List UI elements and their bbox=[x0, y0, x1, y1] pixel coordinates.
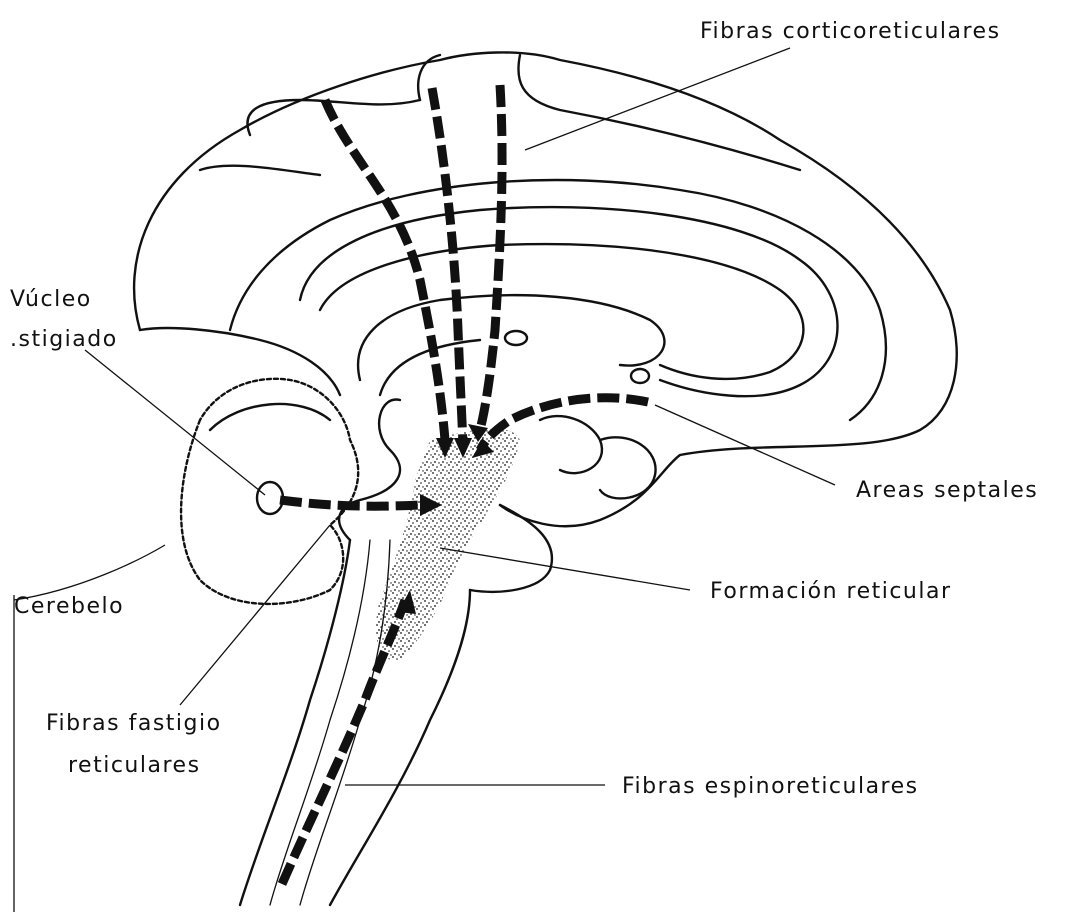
label-fastigioreticular-2: reticulares bbox=[68, 753, 201, 778]
label-spinoreticular: Fibras espinoreticulares bbox=[622, 774, 919, 799]
leader-corticoreticular bbox=[525, 48, 790, 150]
cerebral-hemisphere bbox=[134, 52, 957, 526]
spinoreticular-fibers bbox=[282, 600, 405, 884]
leader-fastigial-nucleus bbox=[85, 350, 265, 495]
leader-reticular-formation bbox=[440, 548, 690, 590]
label-reticular-formation: Formación reticular bbox=[710, 579, 952, 604]
leader-cerebellum bbox=[14, 545, 165, 600]
leader-fastigioreticular bbox=[180, 525, 330, 705]
label-cerebellum: Cerebelo bbox=[14, 594, 124, 619]
cerebellum bbox=[181, 379, 358, 604]
label-corticoreticular: Fibras corticoreticulares bbox=[700, 19, 1001, 44]
leader-septal-areas bbox=[655, 405, 835, 485]
label-fastigial-nucleus-1: Vúcleo bbox=[10, 287, 92, 312]
corpus-callosum bbox=[300, 207, 838, 396]
corticoreticular-fibers bbox=[325, 85, 502, 445]
label-septal-areas: Areas septales bbox=[856, 478, 1038, 503]
label-fastigial-nucleus-2: .stigiado bbox=[10, 327, 118, 352]
label-fastigioreticular-1: Fibras fastigio bbox=[46, 711, 222, 736]
fastigial-nucleus-shape bbox=[257, 482, 283, 514]
